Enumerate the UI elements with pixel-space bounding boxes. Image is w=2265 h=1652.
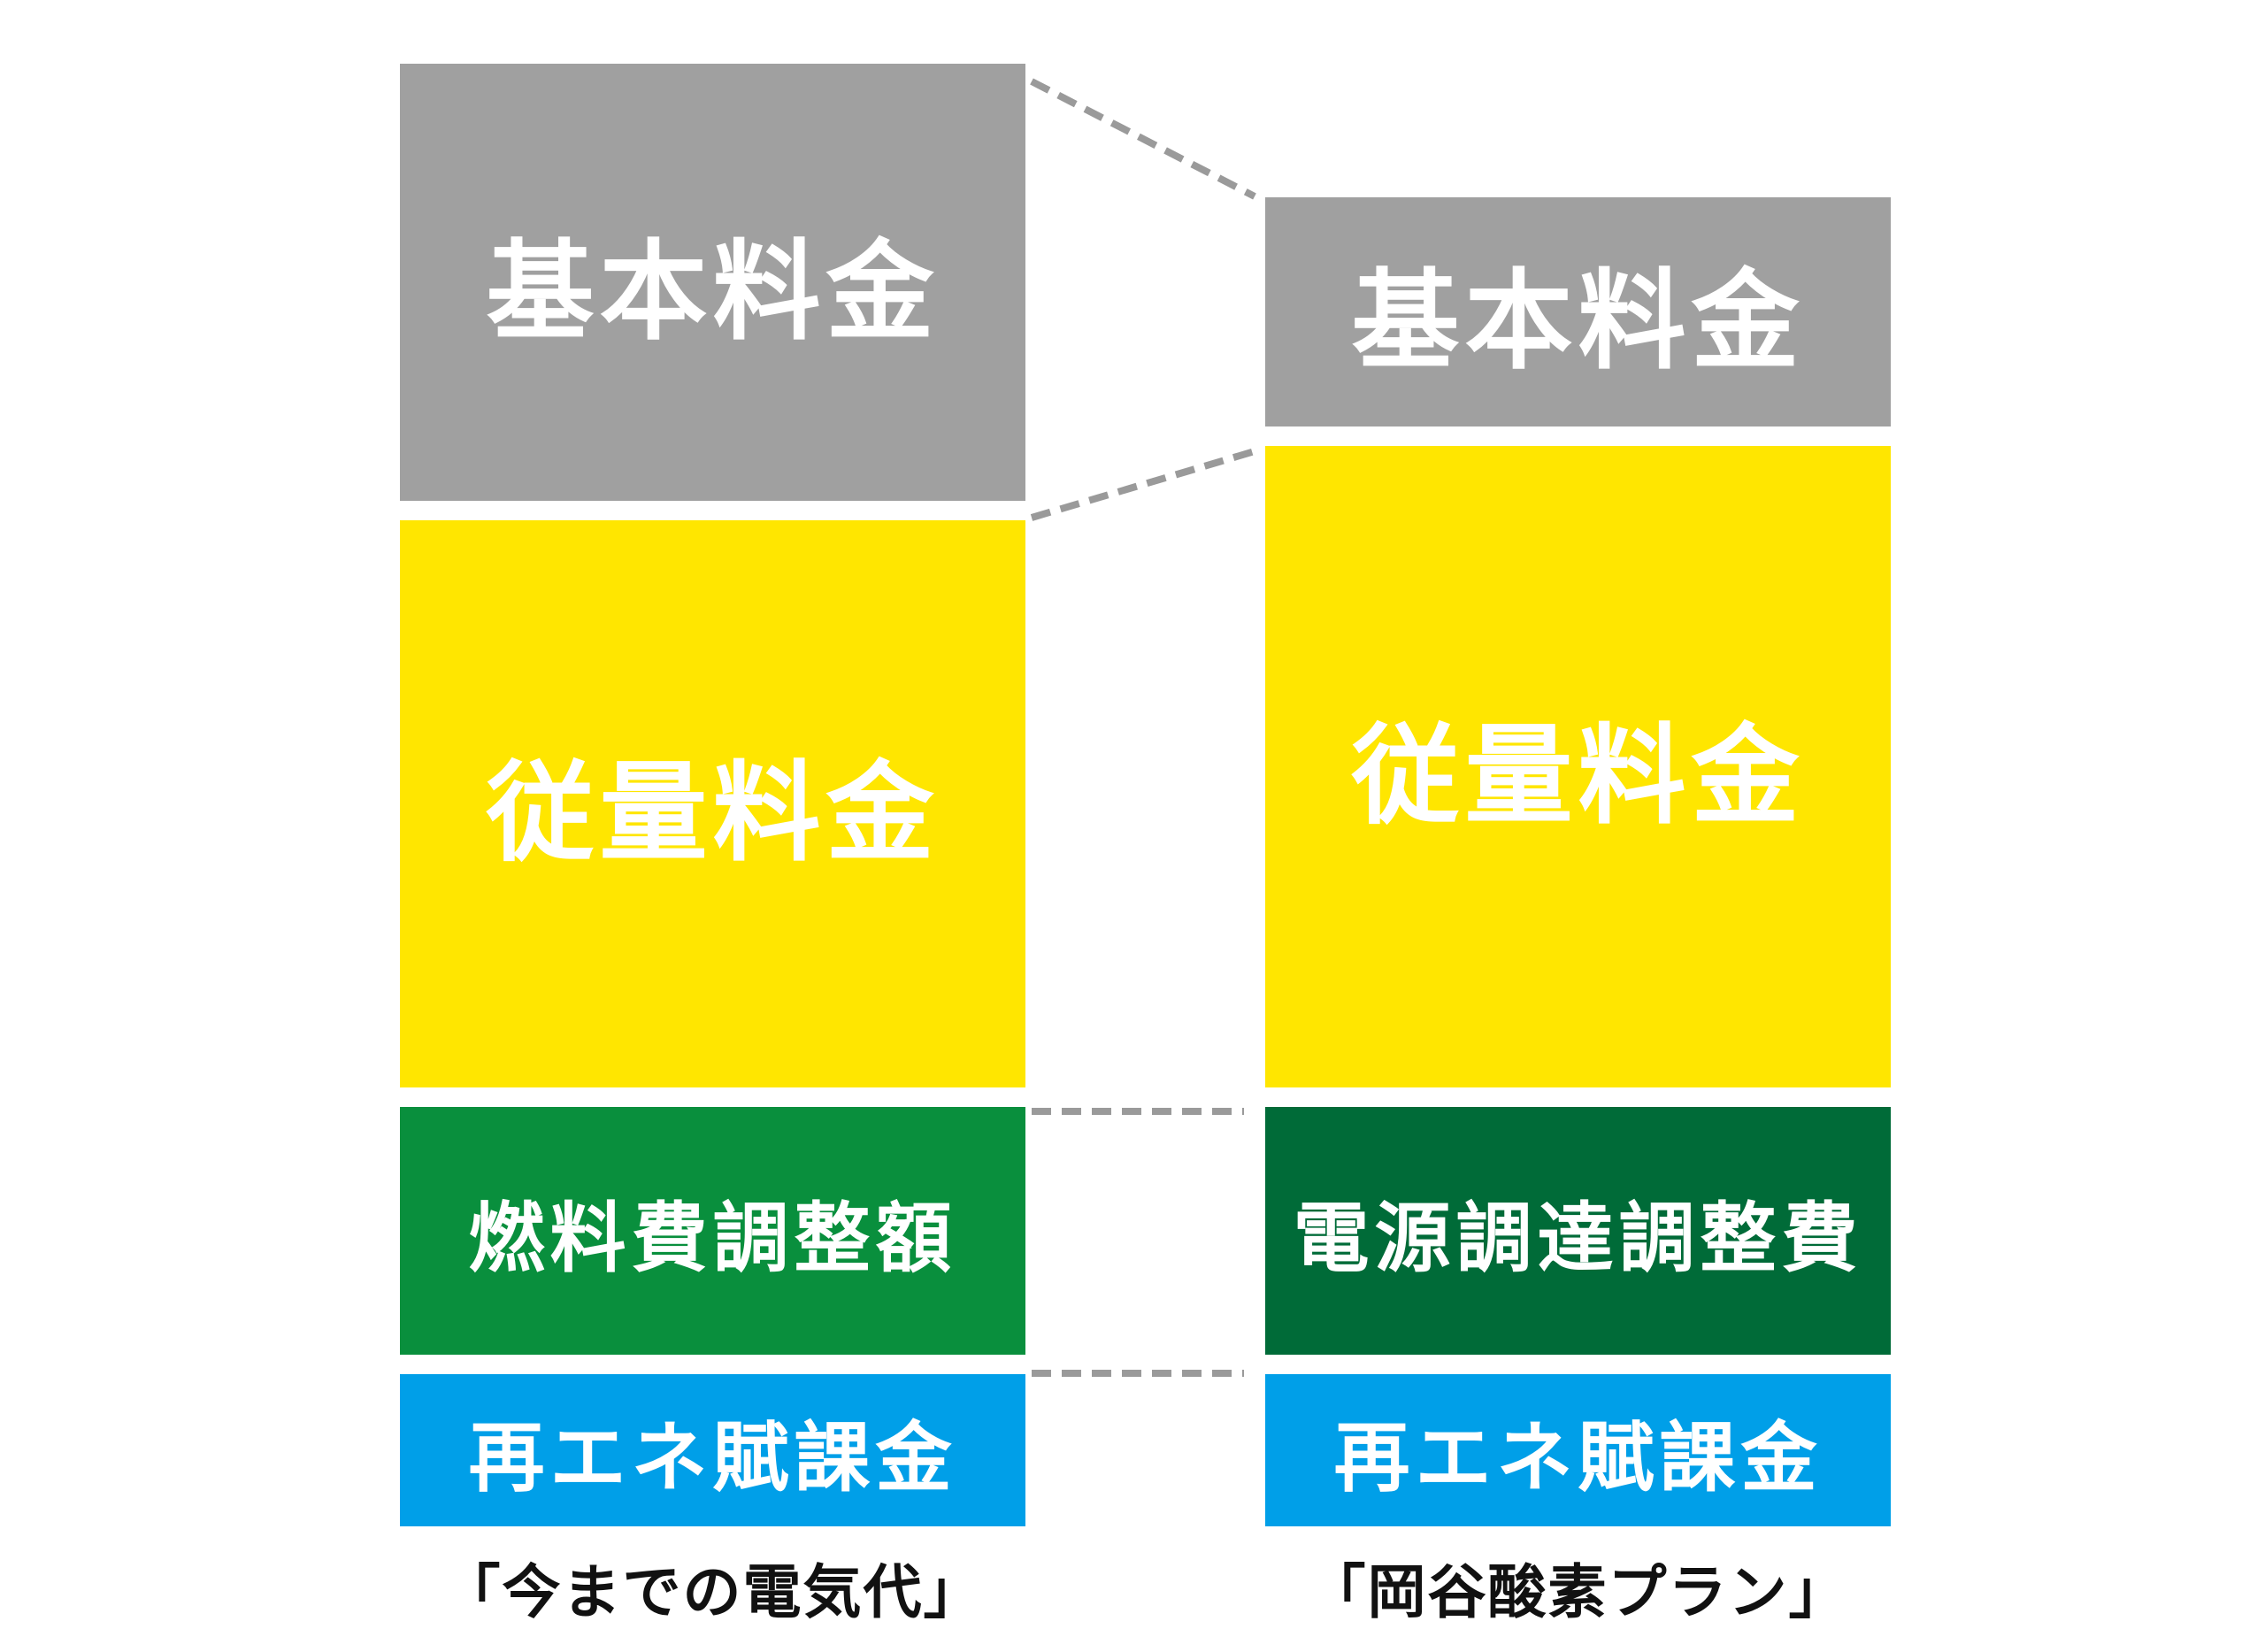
right-renewable-levy-block: 再エネ賦課金 <box>1265 1374 1891 1526</box>
right-power-procurement-adjustment-block: 電源調達調整費 <box>1265 1107 1891 1355</box>
right-caption: 「岡谷酸素プラン」 <box>1307 1558 1849 1626</box>
left-renewable-levy-block: 再エネ賦課金 <box>400 1374 1025 1526</box>
left-basic-fee-block: 基本料金 <box>400 64 1025 501</box>
left-renewable-levy-label: 再エネ賦課金 <box>468 1413 957 1502</box>
connector-line-basic-fee <box>1030 78 1256 200</box>
right-usage-fee-label: 従量料金 <box>1351 713 1805 839</box>
right-basic-fee-label: 基本料金 <box>1351 258 1805 384</box>
connector-line-usage-fee <box>1030 448 1256 521</box>
right-basic-fee-block: 基本料金 <box>1265 197 1891 426</box>
left-basic-fee-label: 基本料金 <box>486 228 940 355</box>
right-usage-fee-block: 従量料金 <box>1265 446 1891 1087</box>
left-caption: 「今までの電気代」 <box>441 1558 984 1626</box>
left-usage-fee-block: 従量料金 <box>400 520 1025 1087</box>
left-fuel-adjustment-label: 燃料費調整額 <box>468 1194 957 1283</box>
left-usage-fee-label: 従量料金 <box>486 750 940 876</box>
right-renewable-levy-label: 再エネ賦課金 <box>1333 1413 1823 1502</box>
left-fuel-adjustment-block: 燃料費調整額 <box>400 1107 1025 1355</box>
right-power-procurement-adjustment-label: 電源調達調整費 <box>1293 1194 1863 1283</box>
